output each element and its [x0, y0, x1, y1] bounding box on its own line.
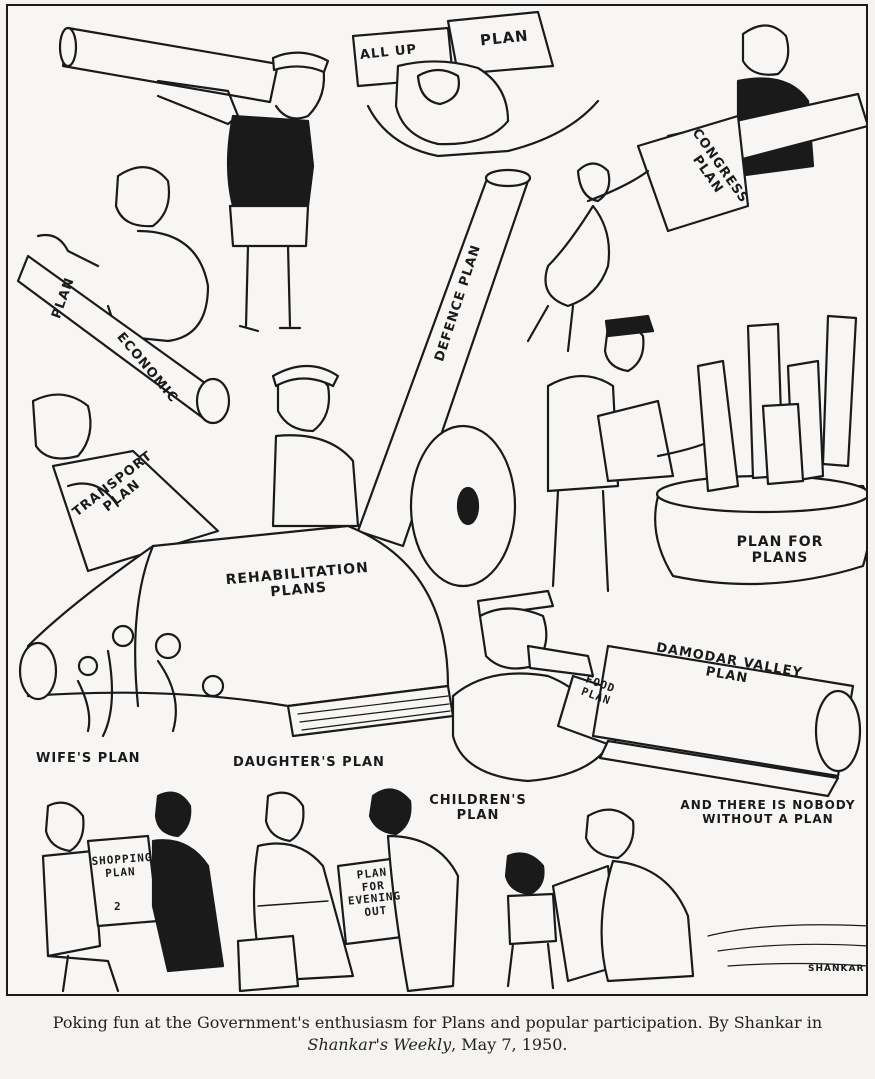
caption-line1: Poking fun at the Government's enthusias…	[52, 1013, 823, 1032]
artist-signature: SHANKAR	[808, 964, 865, 974]
caption-date: , May 7, 1950.	[451, 1035, 568, 1054]
figure-telescope-man	[58, 26, 330, 333]
caption: Poking fun at the Government's enthusias…	[0, 1012, 875, 1056]
figure-congress-runner	[526, 114, 750, 353]
label-daughters-plan: DAUGHTER'S PLAN	[233, 755, 385, 770]
caption-publication: Shankar's Weekly	[307, 1035, 452, 1054]
label-childrens-plan: CHILDREN'S PLAN	[429, 793, 527, 823]
figure-economic-man	[16, 166, 231, 425]
figure-food-plan-man	[451, 589, 862, 798]
cartoon-illustration	[16, 10, 866, 993]
label-shopping-number: 2	[114, 900, 122, 913]
figure-rehabilitation-tent	[18, 524, 455, 738]
figure-all-up-man	[351, 10, 600, 158]
figure-wife-scene	[41, 791, 225, 993]
cartoon-frame: ALL UP PLAN CONGRESS PLAN PLAN ECONOMIC …	[6, 4, 868, 996]
label-nobody-without-plan: AND THERE IS NOBODY WITHOUT A PLAN	[680, 798, 856, 826]
figure-daughter-scene	[236, 788, 460, 993]
figure-nobody-scene	[584, 808, 866, 983]
figure-plan-for-plans	[546, 314, 866, 593]
figure-defence-cannon	[271, 168, 532, 588]
label-wifes-plan: WIFE'S PLAN	[36, 751, 141, 766]
label-evening-out-plan: PLAN FOR EVENING OUT	[347, 865, 402, 919]
label-plan-for-plans: PLAN FOR PLANS	[736, 534, 824, 567]
label-shopping-plan: SHOPPING PLAN	[91, 850, 153, 880]
figure-transport-man	[31, 393, 220, 573]
